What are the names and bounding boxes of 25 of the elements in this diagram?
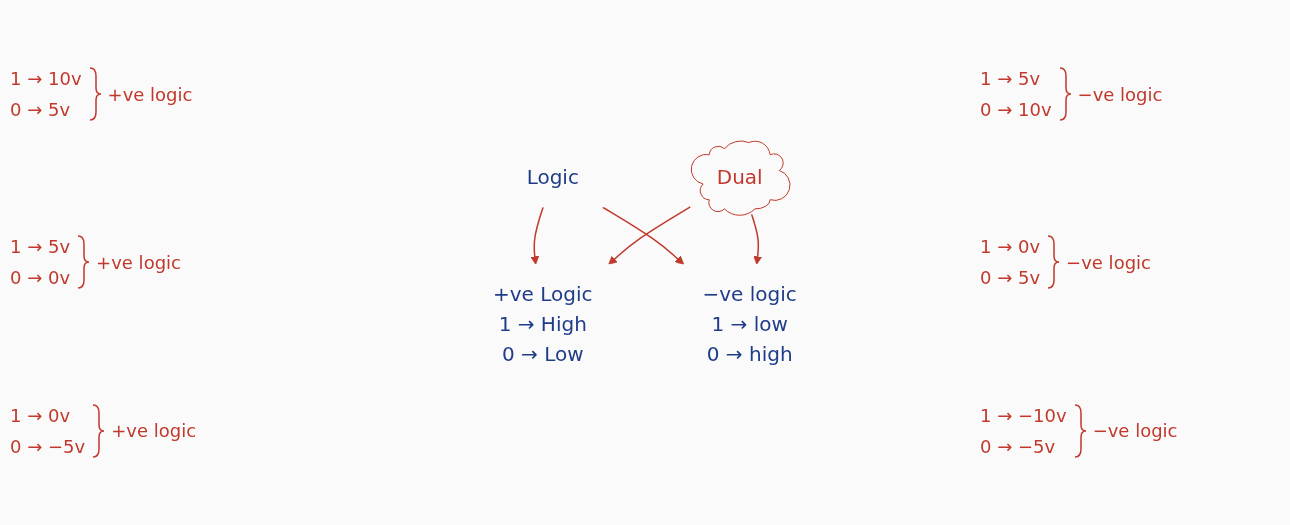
voltage-mapping: 1 → 0v [980, 236, 1041, 258]
voltage-mapping: 1 → 5v [10, 236, 71, 258]
logic-type-label: −ve logic [1092, 420, 1178, 442]
logic-type-label: +ve logic [107, 83, 193, 105]
node-text: −ve logic 1 → low 0 → high [702, 282, 797, 367]
voltage-mapping: 0 → 5v [980, 267, 1041, 289]
voltage-mapping: 0 → 0v [10, 267, 71, 289]
logic-type-label: +ve logic [111, 420, 197, 442]
voltage-mapping: 0 → −5v [980, 435, 1057, 457]
voltage-mapping: 1 → 10v [10, 68, 82, 90]
node-text: +ve Logic 1 → High 0 → Low [493, 282, 593, 367]
voltage-mapping: 1 → −10v [980, 404, 1067, 426]
arrow [608, 205, 692, 265]
voltage-mapping: 0 → −5v [10, 435, 86, 457]
arrow [602, 206, 685, 265]
arrow [530, 206, 544, 265]
voltage-mapping: 1 → 0v [10, 404, 72, 426]
voltage-mapping: 0 → 10v [980, 99, 1052, 121]
voltage-mapping: 1 → 5v [980, 68, 1042, 90]
logic-type-label: −ve logic [1077, 83, 1163, 105]
arrow [750, 213, 763, 265]
logic-type-label: +ve logic [96, 252, 181, 273]
logic-type-label: −ve logic [1066, 252, 1151, 273]
node-text: Logic [526, 165, 579, 190]
voltage-mapping: 0 → 5v [10, 99, 72, 121]
